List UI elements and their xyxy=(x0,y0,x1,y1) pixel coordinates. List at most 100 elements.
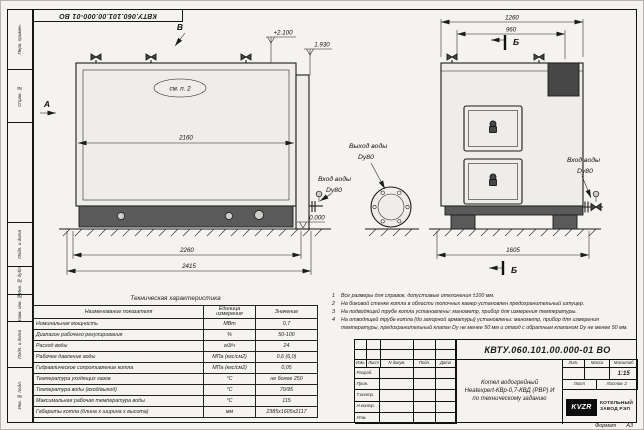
margin-cell: Инв. № подл. xyxy=(8,368,32,422)
sign-cell xyxy=(414,401,436,413)
tech-cell: °С xyxy=(203,395,256,408)
inlet-port-front xyxy=(309,190,323,212)
tech-cell: м3/ч xyxy=(203,340,256,353)
margin-field-label: Взам. инв. № xyxy=(16,294,22,323)
company-name-line: КОТЕЛЬНЫЙ xyxy=(600,401,634,407)
tech-cell: 70/95 xyxy=(255,384,318,397)
tech-cell: Максимальная рабочая температура воды xyxy=(33,395,204,408)
note-text: На отводящей трубе котла (до запорной ар… xyxy=(341,317,628,331)
inlet-side-label: Вход воды xyxy=(567,156,600,164)
sign-cell xyxy=(414,390,436,402)
change-header: N докум. xyxy=(381,360,414,368)
margin-cell: Подп. и дата xyxy=(8,223,32,267)
tech-cell: 50-100 xyxy=(255,329,318,342)
tech-row: Диапазон рабочего регулирования%50-100 xyxy=(33,329,318,342)
tech-cell: 115 xyxy=(255,395,318,408)
lit-mass-scale-values: 1:15 xyxy=(563,368,638,380)
product-title: Котел водогрейный Heatexpert-КВр-0,7-КВД… xyxy=(456,360,562,424)
tech-table: Наименование показателя Единица измерени… xyxy=(33,305,318,419)
lit-value xyxy=(563,368,585,380)
sign-role: Разраб. xyxy=(355,368,380,380)
tech-cell: 2385х1605х2117 xyxy=(255,406,318,419)
outlet-label: Выход воды xyxy=(349,142,387,150)
door-handle-icon xyxy=(489,179,497,186)
change-cell xyxy=(367,350,381,360)
elevation-flue-label: 1.930 xyxy=(314,42,330,49)
margin-cell xyxy=(8,123,32,223)
note-text: На подводящей трубе котла установлены: м… xyxy=(341,309,577,316)
callout-note-2-label: см. п. 2 xyxy=(169,86,191,93)
boiler-foot xyxy=(552,214,578,230)
ground-line xyxy=(59,228,601,237)
margin-field-label: Перв. примен. xyxy=(16,24,22,55)
dim-front-inner-label: 2160 xyxy=(178,135,193,142)
inlet-front-label: Вход воды xyxy=(318,175,351,183)
outlet-dn-label: Dy80 xyxy=(358,154,374,161)
section-marker-b-bottom: Б xyxy=(489,261,517,275)
drain-fitting-icon xyxy=(117,212,125,220)
title-block: КВТУ.060.101.00.000-01 ВО Изм. Лист N до… xyxy=(354,339,638,424)
boiler-front-view: 2160 см. п. 2 В А +2.100 xyxy=(40,22,351,275)
margin-cell: Взам. инв. № xyxy=(8,295,32,323)
tech-col-name: Наименование показателя xyxy=(33,305,204,320)
sign-cell xyxy=(380,379,414,391)
change-cell xyxy=(381,340,414,350)
product-title-line: по техническому заданию xyxy=(472,395,547,402)
change-cell xyxy=(414,350,436,360)
sheets-count: Листов 2 xyxy=(596,380,638,390)
elevation-zero-label: 0.000 xyxy=(309,215,325,222)
sign-cell xyxy=(436,368,456,380)
inlet-front-dn-label: Dy80 xyxy=(326,187,342,194)
change-table: Изм. Лист N докум. Подп. Дата xyxy=(355,340,456,368)
change-cell xyxy=(436,350,456,360)
sign-cell xyxy=(436,390,456,402)
change-header: Дата xyxy=(436,360,456,368)
tech-cell: МВт xyxy=(203,318,256,331)
title-block-right: Лит. Масса Масштаб 1:15 Лист Листов 2 KV… xyxy=(562,360,638,424)
boiler-door xyxy=(463,105,523,152)
inlet-side-dn-label: Dy80 xyxy=(577,168,593,175)
tech-table-title: Техническая характеристика xyxy=(130,295,221,302)
dim-front-mid-label: 2260 xyxy=(179,247,194,254)
change-cell xyxy=(436,340,456,350)
sign-cell xyxy=(380,412,414,424)
margin-field-label: Подп. и дата xyxy=(16,229,22,259)
tech-cell: Диапазон рабочего регулирования xyxy=(33,329,204,342)
chimney-box xyxy=(547,62,580,97)
drain-pipe-icon xyxy=(254,210,264,220)
inlet-port-side xyxy=(583,190,603,213)
outlet-flange-view: Выход воды Dy80 xyxy=(349,142,412,228)
lit-label: Лит. xyxy=(563,360,585,368)
inlet-front-callout: Вход воды Dy80 xyxy=(318,175,351,202)
change-cell xyxy=(414,340,436,350)
roof-valve-icon xyxy=(90,53,252,63)
sheet-label: Лист xyxy=(563,380,597,390)
change-header: Изм. xyxy=(355,360,367,368)
lit-mass-scale-labels: Лит. Масса Масштаб xyxy=(563,360,638,368)
tech-row: Габариты котла (длина х ширина х высота)… xyxy=(33,406,318,419)
rotated-doc-number-stamp: КВТУ.060.101.00.000-01 ВО xyxy=(33,9,183,22)
pressure-gauge-icon xyxy=(315,190,323,198)
kvzr-logo: KVZR xyxy=(566,398,597,416)
boiler-drawing: 2160 см. п. 2 В А +2.100 xyxy=(40,15,603,275)
elevation-flue: 1.930 xyxy=(304,42,332,75)
section-b-bottom-label: Б xyxy=(511,265,517,275)
callout-note-2: см. п. 2 xyxy=(153,78,207,98)
pressure-gauge-icon xyxy=(592,190,600,198)
mass-label: Масса xyxy=(584,360,611,368)
change-cell xyxy=(381,350,414,360)
sign-cell xyxy=(414,368,436,380)
format-value: A3 xyxy=(626,422,633,429)
margin-cell: Перв. примен. xyxy=(8,10,32,70)
tech-cell: Гидравлическое сопротивление котла xyxy=(33,362,204,375)
signature-table: Разраб. Пров. Т.контр. Н.контр. Утв. xyxy=(355,368,456,424)
tech-cell: Габариты котла (длина х ширина х высота) xyxy=(33,406,204,419)
product-title-line: Котел водогрейный xyxy=(480,380,539,387)
